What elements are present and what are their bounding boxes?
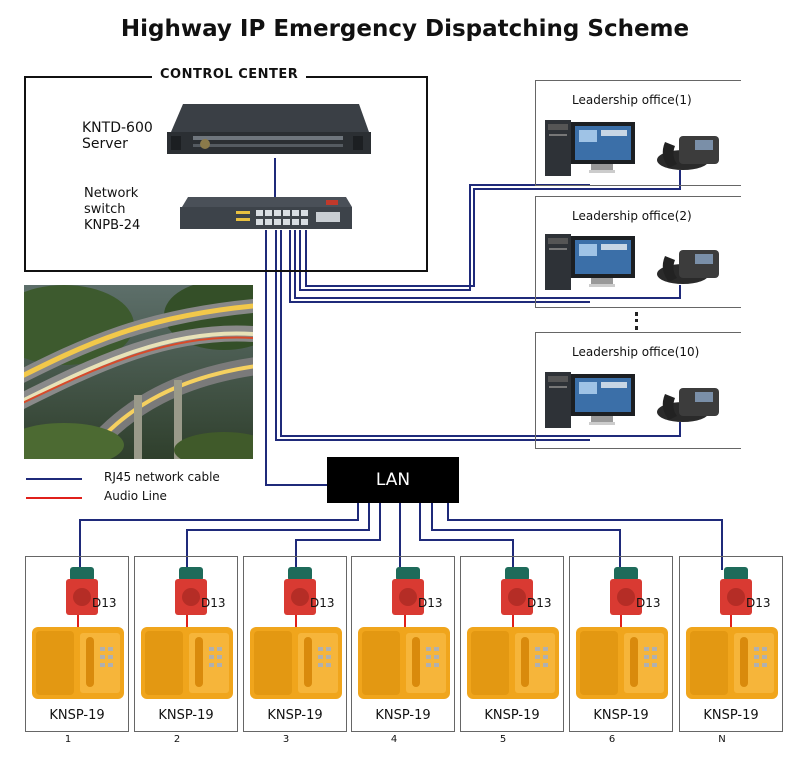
server-icon	[167, 104, 371, 154]
ip-phone-icon	[657, 250, 719, 284]
speaker-icon	[501, 567, 533, 615]
phone-model-label: KNSP-19	[49, 708, 105, 723]
server-name: KNTD-600	[82, 120, 153, 136]
speaker-icon	[175, 567, 207, 615]
office-title-10: Leadership office(10)	[572, 345, 700, 359]
endpoint-number: 6	[608, 734, 616, 745]
ellipsis-dots	[635, 312, 642, 330]
highway-illustration	[24, 285, 253, 459]
pc-tower-icon	[545, 372, 571, 428]
office2-phone-cable	[590, 285, 681, 299]
switch-label: Network switch KNPB-24	[84, 186, 140, 234]
emergency-phone-icon	[358, 627, 450, 699]
ep1-cable	[79, 503, 359, 570]
endpoint-number: 1	[64, 734, 72, 745]
office1-equipment	[545, 120, 719, 176]
speaker-icon	[392, 567, 424, 615]
speaker-label: D13	[746, 596, 771, 610]
office-title-1: Leadership office(1)	[572, 93, 692, 107]
office-title-2: Leadership office(2)	[572, 209, 692, 223]
phone-model-label: KNSP-19	[484, 708, 540, 723]
phone-model-label: KNSP-19	[593, 708, 649, 723]
monitor-icon	[571, 374, 635, 425]
office-panel-2: Leadership office(2)	[535, 196, 741, 308]
speaker-icon	[284, 567, 316, 615]
office1-phone-cable	[474, 170, 681, 190]
legend-audio-swatch	[26, 497, 82, 499]
speaker-label: D13	[310, 596, 335, 610]
epn-cable	[447, 503, 723, 570]
office2-equipment	[545, 234, 719, 290]
office-panel-10: Leadership office(10)	[535, 332, 741, 449]
highway-photo	[24, 285, 253, 459]
pc-tower-icon	[545, 120, 571, 176]
pc-tower-icon	[545, 234, 571, 290]
speaker-label: D13	[527, 596, 552, 610]
server-type: Server	[82, 136, 128, 152]
ep6-cable	[431, 503, 621, 570]
emergency-phone-icon	[250, 627, 342, 699]
legend-network-swatch	[26, 478, 82, 480]
office10-equipment	[545, 372, 719, 428]
speaker-icon	[610, 567, 642, 615]
speaker-icon	[720, 567, 752, 615]
office2-cable-b	[294, 230, 590, 299]
emergency-phone-icon	[32, 627, 124, 699]
phone-model-label: KNSP-19	[158, 708, 214, 723]
lan-box: LAN	[327, 457, 459, 503]
ip-phone-icon	[657, 388, 719, 422]
office2-cable-a	[289, 230, 590, 303]
switch-line1: Network	[84, 186, 139, 201]
office10-phone-cable	[590, 422, 681, 437]
legend-network-label: RJ45 network cable	[104, 470, 220, 484]
emergency-phone-icon	[141, 627, 233, 699]
control-center-label: CONTROL CENTER	[152, 67, 307, 82]
emergency-phone-icon	[576, 627, 668, 699]
speaker-label: D13	[636, 596, 661, 610]
endpoint-number: 5	[499, 734, 507, 745]
monitor-icon	[571, 236, 635, 287]
switch-lan-cable	[265, 230, 327, 486]
speaker-label: D13	[92, 596, 117, 610]
switch-model: KNPB-24	[84, 218, 141, 233]
emergency-phone-icon	[686, 627, 778, 699]
endpoint-number: 2	[173, 734, 181, 745]
endpoint-number: N	[718, 734, 726, 745]
phone-model-label: KNSP-19	[703, 708, 759, 723]
switch-line2: switch	[84, 202, 126, 217]
server-label: KNTD-600 Server	[82, 120, 153, 152]
ep3-cable	[295, 503, 381, 570]
endpoint-number: 4	[390, 734, 398, 745]
phone-model-label: KNSP-19	[375, 708, 431, 723]
speaker-label: D13	[418, 596, 443, 610]
endpoint-number: 3	[282, 734, 290, 745]
speaker-label: D13	[201, 596, 226, 610]
page-title: Highway IP Emergency Dispatching Scheme	[120, 16, 690, 42]
legend-audio-label: Audio Line	[104, 489, 167, 503]
phone-model-label: KNSP-19	[267, 708, 323, 723]
ep5-cable	[419, 503, 514, 570]
ep2-cable	[186, 503, 370, 570]
ip-phone-icon	[657, 136, 719, 170]
monitor-icon	[571, 122, 635, 173]
office-panel-1: Leadership office(1)	[535, 80, 741, 186]
emergency-phone-icon	[467, 627, 559, 699]
network-switch-icon	[180, 197, 352, 229]
speaker-icon	[66, 567, 98, 615]
office10-cable-b	[280, 230, 590, 437]
office10-cable-a	[275, 230, 590, 441]
